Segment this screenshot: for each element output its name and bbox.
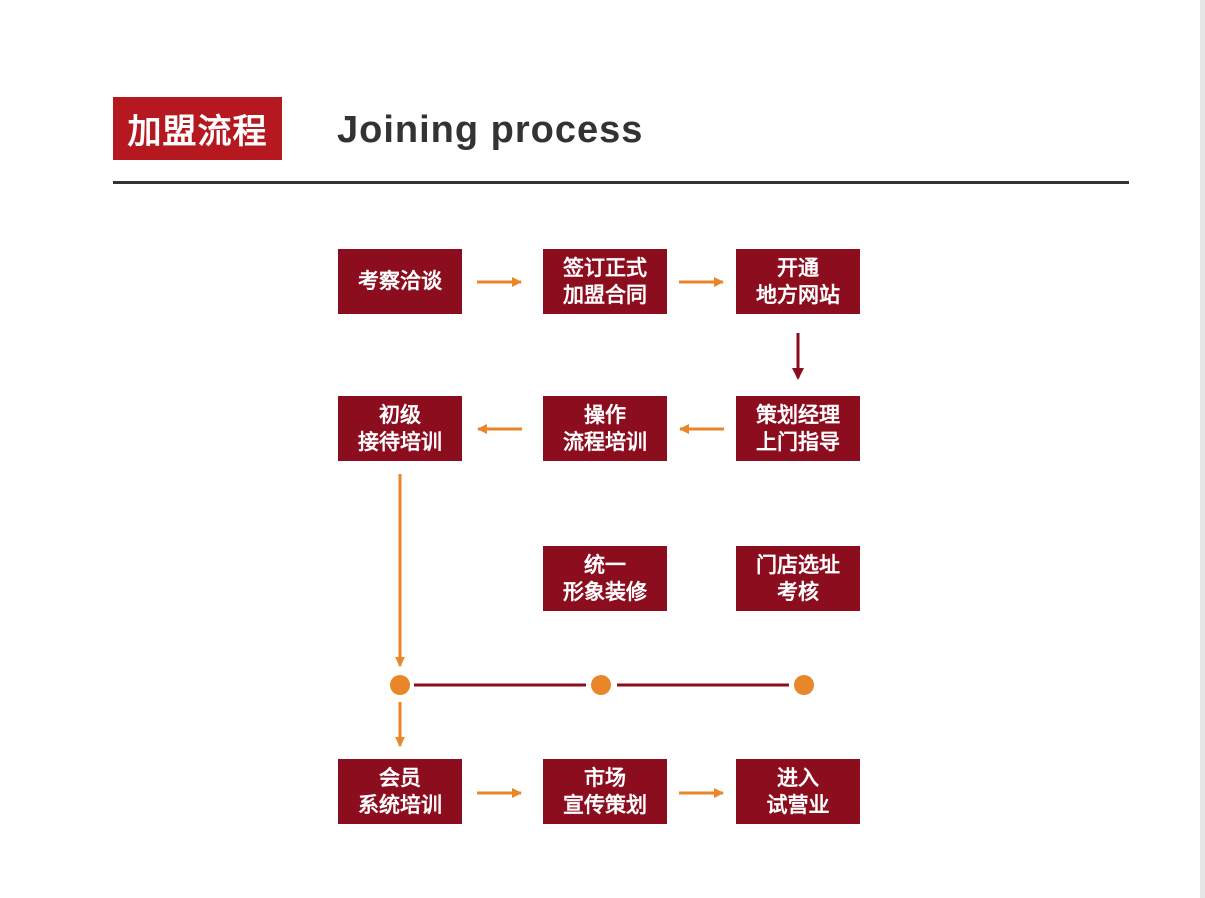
step-label: 考察洽谈 <box>358 269 442 293</box>
title-badge: 加盟流程 <box>113 97 282 160</box>
step-unified-image-decoration: 统一 形象装修 <box>543 546 667 611</box>
step-label-line1: 会员 <box>379 765 421 790</box>
step-label-line1: 策划经理 <box>756 402 840 427</box>
step-label-line2: 地方网站 <box>756 282 840 307</box>
junction-dot-left <box>390 675 410 695</box>
title-english: Joining process <box>337 109 644 151</box>
step-operation-process-training: 操作 流程培训 <box>543 396 667 461</box>
step-investigation-negotiation: 考察洽谈 <box>338 249 462 314</box>
step-label-line2: 上门指导 <box>756 429 840 454</box>
step-label-line1: 门店选址 <box>756 552 840 577</box>
step-trial-operation: 进入 试营业 <box>736 759 860 824</box>
step-label-line1: 进入 <box>777 765 819 790</box>
step-label-line2: 系统培训 <box>358 792 442 817</box>
step-label-line1: 市场 <box>584 765 626 790</box>
step-label-line1: 统一 <box>584 552 626 577</box>
step-member-system-training: 会员 系统培训 <box>338 759 462 824</box>
junction-dot-middle <box>591 675 611 695</box>
title-divider <box>113 181 1129 184</box>
step-sign-contract: 签订正式 加盟合同 <box>543 249 667 314</box>
step-label-line2: 流程培训 <box>563 429 647 454</box>
step-planning-manager-guidance: 策划经理 上门指导 <box>736 396 860 461</box>
step-label-line2: 试营业 <box>766 792 830 817</box>
step-store-site-assessment: 门店选址 考核 <box>736 546 860 611</box>
step-basic-reception-training: 初级 接待培训 <box>338 396 462 461</box>
step-label-line1: 操作 <box>584 402 626 427</box>
step-label-line1: 开通 <box>777 255 819 280</box>
step-label-line2: 接待培训 <box>358 429 442 454</box>
step-label-line2: 形象装修 <box>563 579 647 604</box>
step-market-promotion-planning: 市场 宣传策划 <box>543 759 667 824</box>
step-label-line1: 签订正式 <box>563 255 647 280</box>
step-label-line2: 加盟合同 <box>563 282 647 307</box>
step-label-line2: 宣传策划 <box>563 792 647 817</box>
step-label-line2: 考核 <box>777 579 819 604</box>
step-open-local-website: 开通 地方网站 <box>736 249 860 314</box>
right-edge-strip <box>1200 0 1205 898</box>
junction-dot-right <box>794 675 814 695</box>
step-label-line1: 初级 <box>379 402 421 427</box>
